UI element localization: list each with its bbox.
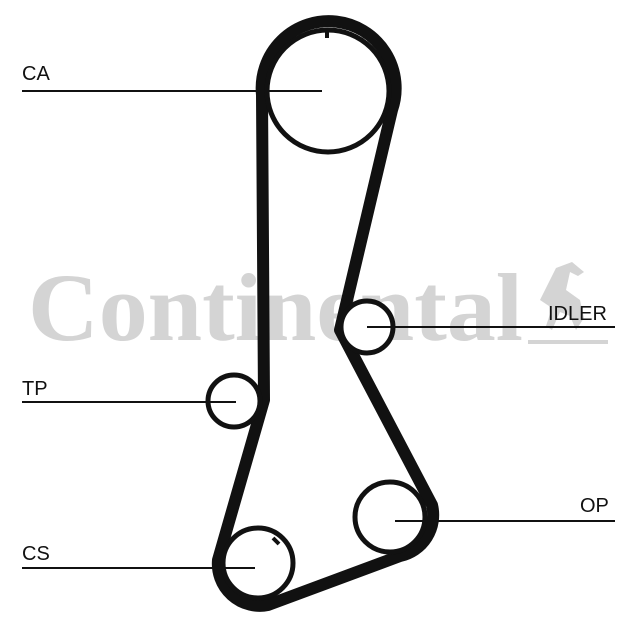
label-idler: IDLER bbox=[548, 303, 607, 325]
label-tp: TP bbox=[22, 378, 48, 400]
cs-pulley bbox=[220, 525, 296, 601]
belt bbox=[211, 15, 440, 612]
continental-watermark: Continental bbox=[28, 254, 608, 361]
horse-icon bbox=[528, 262, 608, 344]
watermark-text: Continental bbox=[28, 254, 523, 361]
cs-timing-mark bbox=[271, 536, 281, 546]
label-op: OP bbox=[580, 495, 609, 517]
op-pulley bbox=[352, 479, 428, 555]
label-cs: CS bbox=[22, 543, 50, 565]
label-ca: CA bbox=[22, 63, 50, 85]
